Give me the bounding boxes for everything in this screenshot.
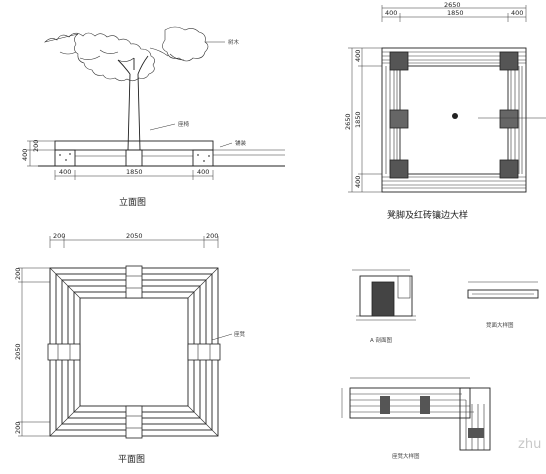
svg-text:2650: 2650 [344,113,352,130]
tree-crown-icon [44,32,185,82]
svg-text:400: 400 [59,168,71,176]
svg-text:2650: 2650 [444,1,461,9]
svg-text:200: 200 [14,422,22,434]
plan-view: 200 2050 200 200 [14,232,246,465]
seat-top [54,140,214,151]
seat-leg-left [54,149,76,167]
svg-text:1850: 1850 [354,111,362,128]
section-a-label: A 剖面图 [370,336,393,344]
section-a-block [371,281,395,317]
paving-label: 铺装 [235,139,247,147]
svg-text:200: 200 [53,232,65,240]
seat-detail-caption: 凳脚及红砖镶边大样 [387,209,468,221]
corner-blocks [389,51,519,179]
section-details: A 剖面图 凳面大样图 座凳大样图 [341,269,539,460]
plan-legs [47,265,221,439]
svg-text:200: 200 [32,140,40,152]
tree-trunk [117,55,149,151]
seat-detail-view: 2650 400 1850 400 [344,1,546,221]
l-seat-detail [341,377,491,451]
svg-text:1850: 1850 [447,9,464,17]
svg-text:400: 400 [385,9,397,17]
svg-text:400: 400 [354,50,362,62]
svg-text:2050: 2050 [14,343,22,360]
svg-text:400: 400 [354,176,362,188]
seat-inner-outline [399,65,509,175]
seat-leg-right [192,149,214,167]
plan-inner [79,297,189,407]
watermark: zhu [518,437,541,452]
svg-text:1850: 1850 [126,168,143,176]
tree-center-icon [452,113,458,119]
plan-seat-label: 座凳 [234,330,246,338]
tree-label: 树木 [228,38,240,46]
svg-text:200: 200 [206,232,218,240]
seat-leg-mid [125,149,143,167]
elevation-caption: 立面图 [119,196,146,208]
svg-text:2050: 2050 [126,232,143,240]
elevation-view: 树木 座椅 铺装 400 200 400 [21,26,285,208]
svg-text:400: 400 [21,149,29,161]
section-c-label: 座凳大样图 [392,452,420,460]
plan-caption: 平面图 [118,454,145,465]
seat-outline [381,47,527,193]
svg-text:400: 400 [511,9,523,17]
svg-text:400: 400 [197,168,209,176]
svg-text:200: 200 [14,268,22,280]
seat-label: 座椅 [178,120,190,128]
section-b-label: 凳面大样图 [486,321,514,329]
